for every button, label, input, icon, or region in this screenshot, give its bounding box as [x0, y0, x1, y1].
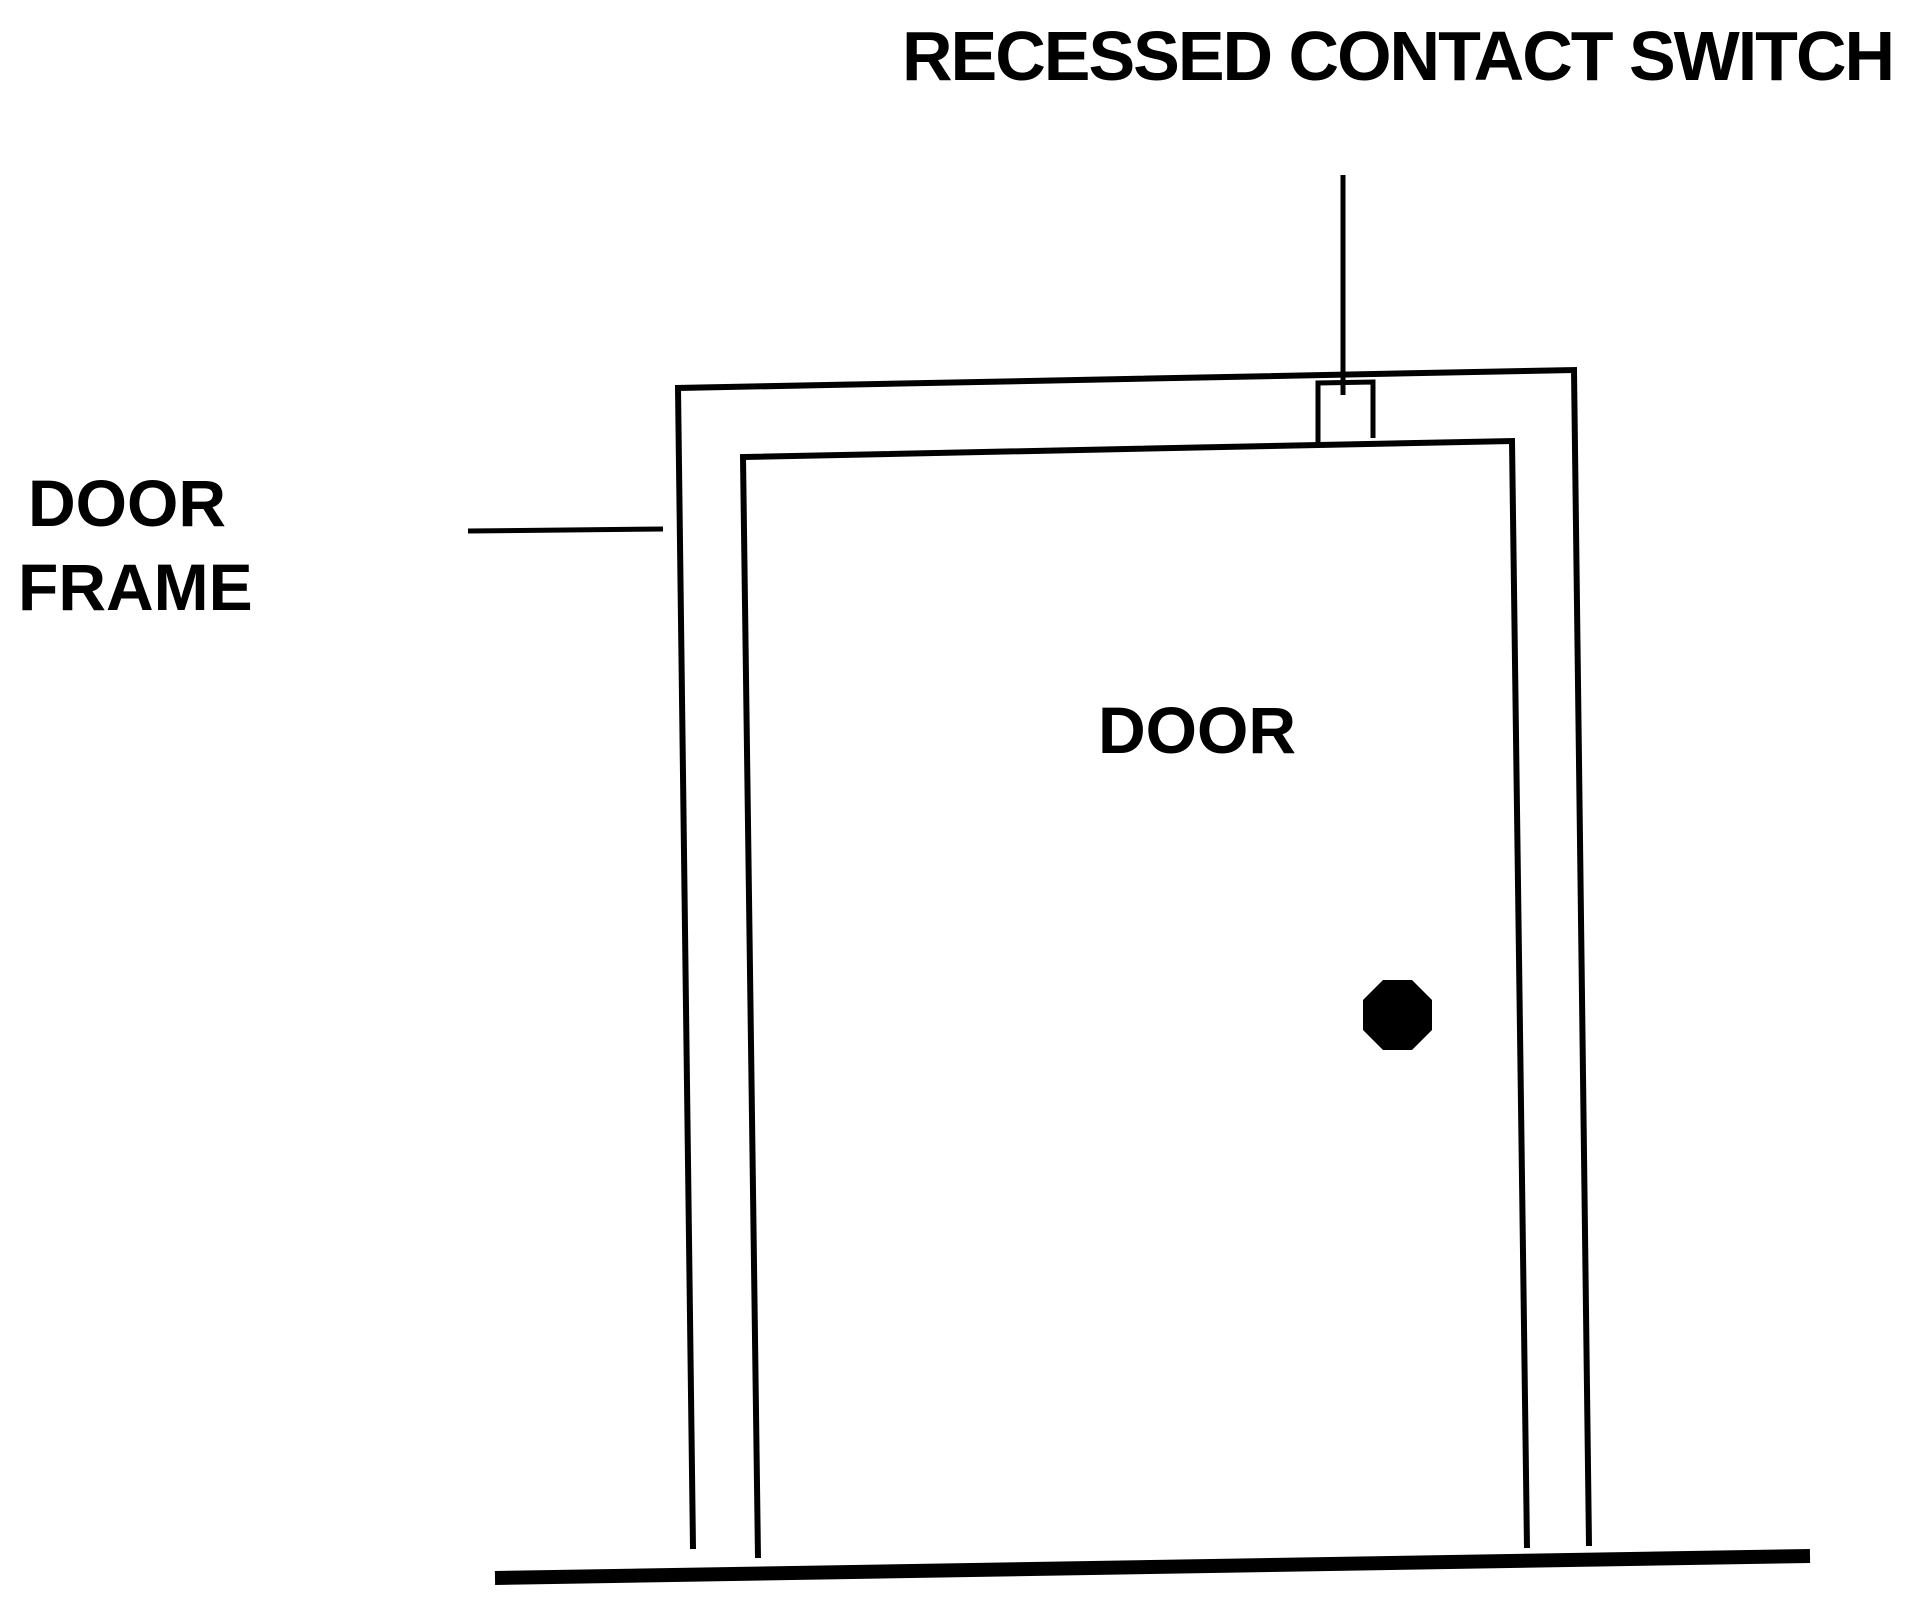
door-label: DOOR — [1098, 693, 1296, 767]
door-frame-label-line1: DOOR — [28, 466, 226, 540]
door-knob-icon — [1363, 980, 1432, 1050]
door-panel — [739, 437, 1530, 1559]
door-frame-outer — [674, 366, 1592, 1550]
floor-line — [494, 1549, 1811, 1585]
recessed-contact-switch — [1315, 379, 1376, 445]
door-frame-label-line2: FRAME — [18, 550, 253, 624]
frame-leader-line — [467, 526, 664, 534]
recessed-contact-switch-label: RECESSED CONTACT SWITCH — [902, 17, 1893, 95]
